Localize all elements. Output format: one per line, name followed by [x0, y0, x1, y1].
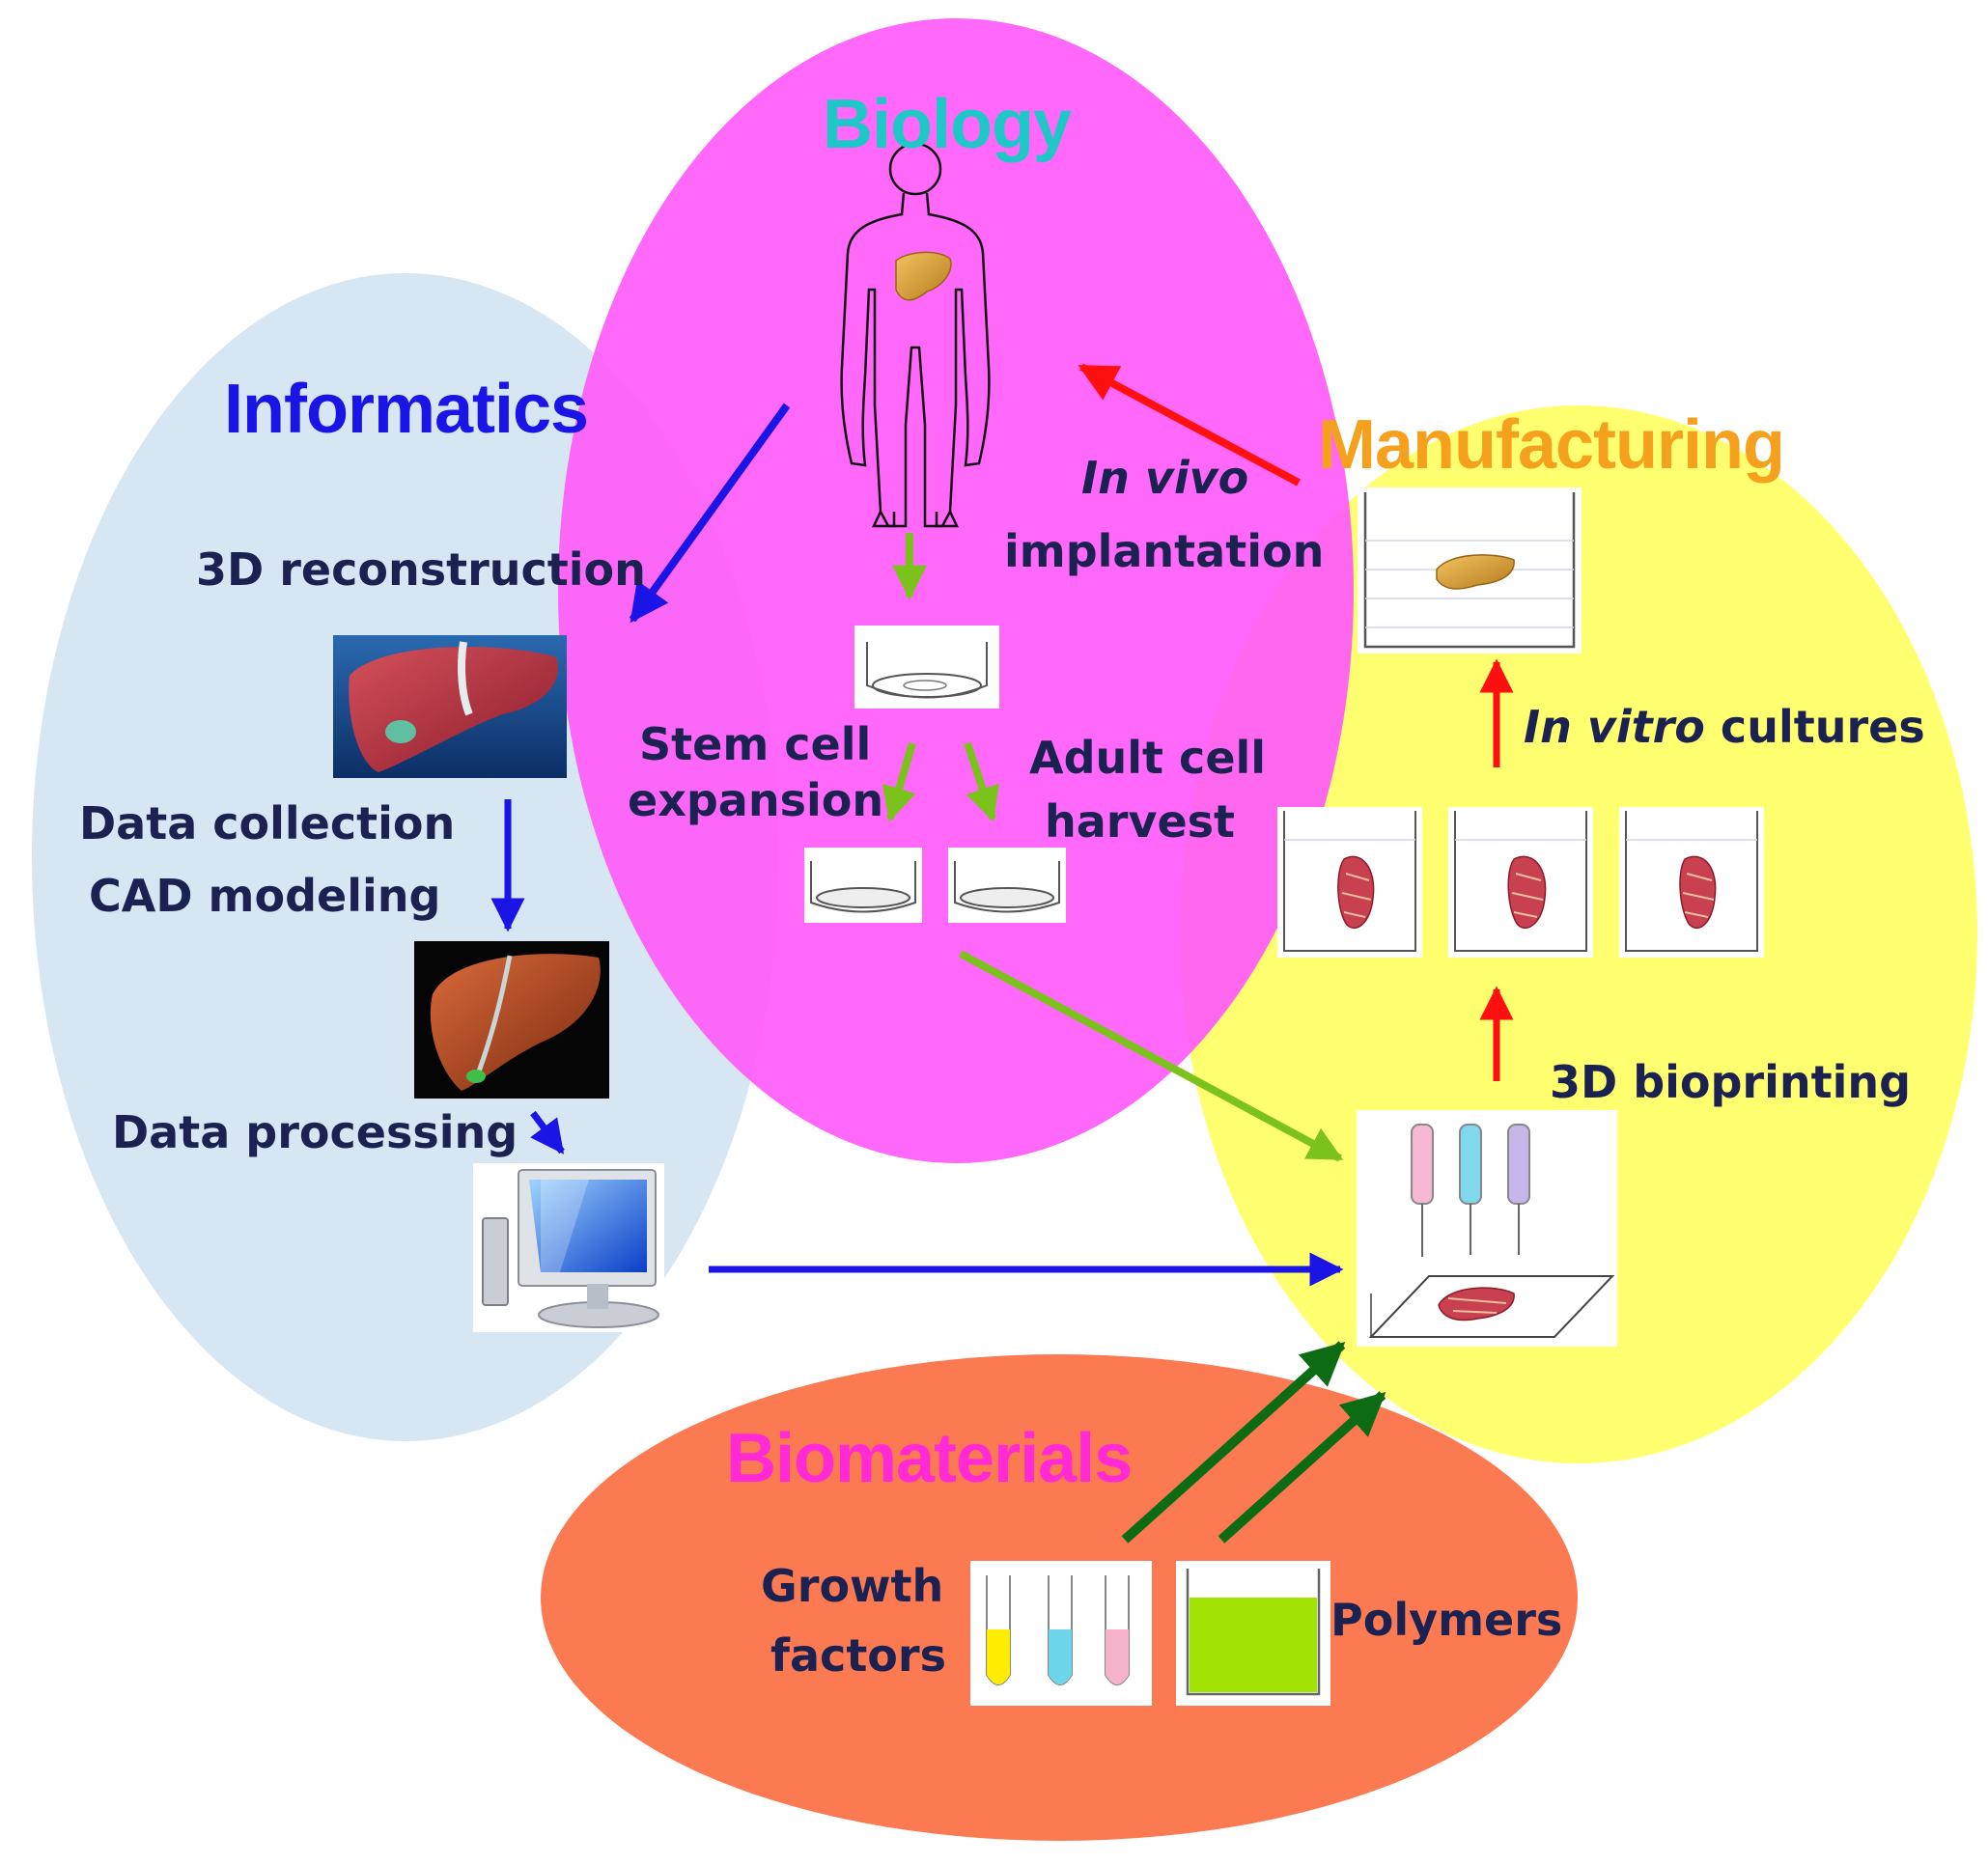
bioprinting-label: 3D bioprinting [1550, 1056, 1912, 1108]
liver-model-icon [414, 941, 609, 1099]
biomaterials-title: Biomaterials [726, 1420, 1133, 1497]
growth-factors-label: factors [770, 1629, 946, 1682]
culture-dish-icon [804, 848, 922, 923]
arrow-dish-to-adult [964, 741, 999, 822]
implantation-label: implantation [1004, 525, 1325, 577]
polymers-label: Polymers [1330, 1594, 1563, 1646]
in-vitro-text: In vitro [1524, 701, 1705, 753]
data-processing-label: Data processing [112, 1106, 518, 1158]
manufacturing-title: Manufacturing [1318, 406, 1785, 484]
biology-region [558, 18, 1354, 1163]
body-liver-icon [895, 251, 952, 301]
liver-beaker-icon [1358, 487, 1582, 654]
in-vitro-cultures-label: In vitro cultures [1524, 705, 1925, 749]
in-vivo-label: In vivo [1081, 452, 1249, 504]
arrow-body-to-reconstruction [629, 403, 791, 624]
reconstruction-label: 3D reconstruction [196, 543, 646, 596]
culture-dish-icon [948, 848, 1066, 923]
informatics-title: Informatics [224, 371, 589, 448]
arrow-dish-to-stem [882, 741, 916, 822]
polymer-beaker-icon [1176, 1561, 1330, 1706]
arrow-polymer-to-bioprinter [1218, 1391, 1386, 1544]
stem-cell-expansion-label: expansion [628, 774, 884, 826]
arrow-model-to-computer [530, 1110, 565, 1155]
tissue-beaker-icon [1448, 807, 1593, 958]
human-body-icon [840, 142, 991, 528]
arrow-cells-to-bioprinter [959, 950, 1344, 1162]
stem-cell-label: Stem cell [639, 718, 872, 770]
cad-modeling-label: CAD modeling [89, 870, 441, 922]
petri-dish-icon [854, 626, 999, 709]
tissue-beaker-icon [1277, 807, 1422, 958]
biology-title: Biology [823, 86, 1072, 163]
arrow-growth-to-bioprinter [1121, 1341, 1346, 1544]
computer-icon [473, 1163, 664, 1332]
cultures-text: cultures [1704, 701, 1925, 753]
arrow-implantation [1078, 363, 1301, 487]
liver-photo-icon [333, 635, 567, 778]
adult-cell-label: Adult cell [1029, 732, 1267, 784]
data-collection-label: Data collection [79, 797, 456, 849]
tissue-beaker-icon [1619, 807, 1764, 958]
adult-cell-harvest-label: harvest [1045, 795, 1236, 848]
bioprinter-icon [1357, 1110, 1617, 1347]
growth-label: Growth [761, 1560, 944, 1612]
test-tubes-icon [970, 1561, 1152, 1706]
